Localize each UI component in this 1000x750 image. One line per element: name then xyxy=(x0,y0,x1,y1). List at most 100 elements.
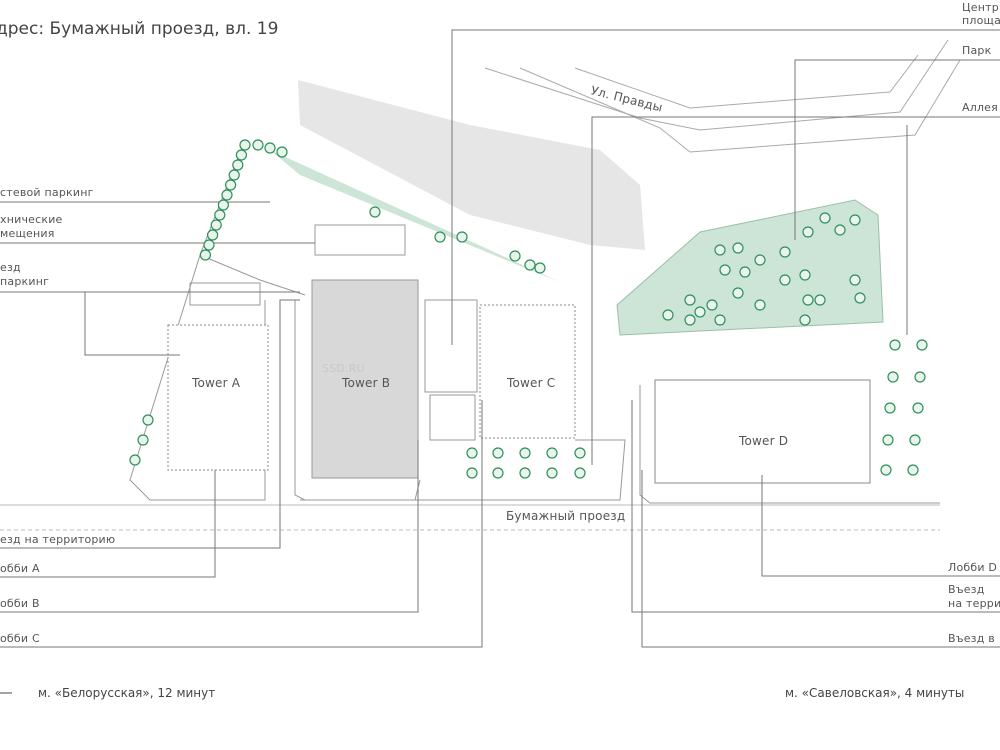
street-pravdy xyxy=(484,39,961,153)
tree-icon xyxy=(434,231,446,243)
tree-icon xyxy=(849,214,861,226)
tree-icon xyxy=(779,274,791,286)
label-entry-in: Въезд в xyxy=(948,632,995,645)
tree-icon xyxy=(849,274,861,286)
label-lobby-b: обби B xyxy=(0,597,40,610)
tree-icon xyxy=(574,467,586,479)
tree-icon xyxy=(142,414,154,426)
tree-icon xyxy=(719,264,731,276)
tree-icon xyxy=(754,254,766,266)
tree-icon xyxy=(492,447,504,459)
tree-icon xyxy=(217,199,229,211)
label-entry-parking-1: езд xyxy=(0,261,21,274)
tower-b-label: Tower B xyxy=(342,376,391,390)
tree-icon xyxy=(546,467,558,479)
tree-icon xyxy=(684,314,696,326)
tree-icon xyxy=(907,464,919,476)
tower-d xyxy=(654,379,871,484)
tree-icon xyxy=(884,402,896,414)
tree-icon xyxy=(524,259,536,271)
label-entry-territory: езд на территорию xyxy=(0,533,116,546)
label-tech-2: мещения xyxy=(0,227,55,240)
tower-c xyxy=(479,304,576,439)
gray-zone xyxy=(298,80,645,250)
tree-icon xyxy=(235,149,247,161)
tree-icon xyxy=(912,402,924,414)
tree-icon xyxy=(509,250,521,262)
tree-icon xyxy=(519,467,531,479)
label-guest-parking: стевой паркинг xyxy=(0,186,94,199)
tree-icon xyxy=(203,239,215,251)
tree-icon xyxy=(276,146,288,158)
green-strip xyxy=(270,150,560,282)
tree-icon xyxy=(210,219,222,231)
tree-icon xyxy=(207,229,219,241)
tree-icon xyxy=(714,244,726,256)
label-lobby-c: обби C xyxy=(0,632,40,645)
label-entry-parking-2: паркинг xyxy=(0,275,50,288)
tree-icon xyxy=(814,294,826,306)
tree-icon xyxy=(456,231,468,243)
tree-icon xyxy=(854,292,866,304)
label-center-2: площа xyxy=(962,14,1000,27)
watermark: SSD.RU xyxy=(322,362,365,375)
label-lobby-a: обби A xyxy=(0,562,40,575)
tree-icon xyxy=(546,447,558,459)
tree-icon xyxy=(834,224,846,236)
address-title: дрес: Бумажный проезд, вл. 19 xyxy=(0,19,279,39)
tree-icon xyxy=(252,139,264,151)
tree-icon xyxy=(799,269,811,281)
tree-icon xyxy=(199,249,211,261)
tower-d-label: Tower D xyxy=(739,434,789,448)
tree-icon xyxy=(880,464,892,476)
label-center-1: Центр xyxy=(962,1,999,14)
tree-icon xyxy=(519,447,531,459)
tree-icon xyxy=(221,189,233,201)
tree-icon xyxy=(369,206,381,218)
tree-icon xyxy=(779,246,791,258)
tower-a-label: Tower A xyxy=(192,376,241,390)
label-entry-terr-2: на терри xyxy=(948,597,1000,610)
tree-icon xyxy=(574,447,586,459)
tree-icon xyxy=(819,212,831,224)
tree-icon xyxy=(889,339,901,351)
tree-icon xyxy=(887,371,899,383)
tree-icon xyxy=(225,179,237,191)
tree-icon xyxy=(914,371,926,383)
tree-icon xyxy=(492,467,504,479)
tree-icon xyxy=(732,242,744,254)
tree-icon xyxy=(739,266,751,278)
tree-icon xyxy=(754,299,766,311)
label-lobby-d: Лобби D xyxy=(948,561,998,574)
tree-icon xyxy=(706,299,718,311)
tree-icon xyxy=(264,142,276,154)
tree-icon xyxy=(129,454,141,466)
tree-icon xyxy=(732,287,744,299)
tower-a xyxy=(167,324,269,471)
tree-icon xyxy=(228,169,240,181)
tree-icon xyxy=(232,159,244,171)
tree-icon xyxy=(662,309,674,321)
park-area xyxy=(616,199,884,336)
tree-icon xyxy=(694,306,706,318)
tree-icon xyxy=(799,314,811,326)
leader-lines xyxy=(0,29,1000,694)
tower-c-label: Tower C xyxy=(507,376,556,390)
label-entry-terr-1: Въезд xyxy=(948,583,985,596)
metro-belorusskaya: м. «Белорусская», 12 минут xyxy=(38,686,216,700)
label-alley: Аллея xyxy=(962,101,998,114)
label-tech-1: хнические xyxy=(0,213,63,226)
tree-icon xyxy=(137,434,149,446)
street-bumazhny-label: Бумажный проезд xyxy=(506,509,626,523)
tree-icon xyxy=(684,294,696,306)
tree-icon xyxy=(214,209,226,221)
tree-icon xyxy=(714,314,726,326)
tree-icon xyxy=(466,467,478,479)
tree-icon xyxy=(239,139,251,151)
trees xyxy=(129,139,928,479)
tree-icon xyxy=(466,447,478,459)
tree-icon xyxy=(882,434,894,446)
tree-icon xyxy=(534,262,546,274)
